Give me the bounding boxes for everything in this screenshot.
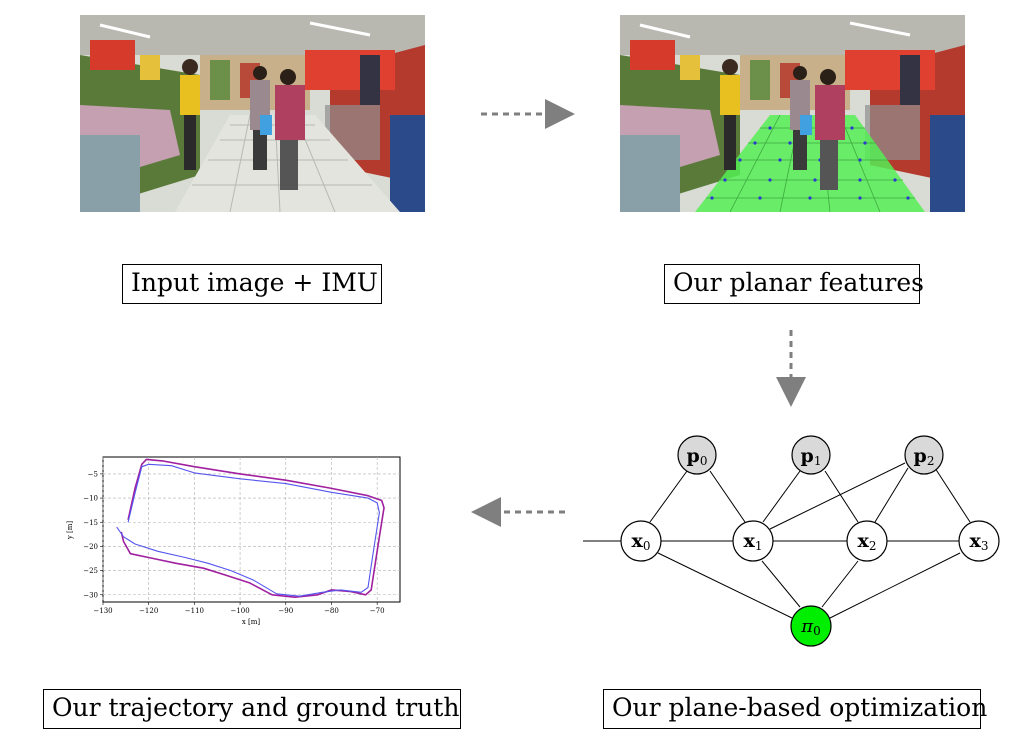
- label-p0: p0: [687, 445, 708, 468]
- input-image: [80, 15, 425, 212]
- pose-nodes: [620, 520, 1000, 562]
- x-tick-label: −90: [278, 607, 293, 615]
- y-tick-label: −20: [83, 543, 98, 551]
- plot-frame: [102, 456, 401, 603]
- caption-planar: Our planar features: [664, 264, 924, 304]
- node-x1: [732, 520, 774, 562]
- node-p2: [904, 435, 944, 475]
- x-tick-label: −110: [185, 607, 204, 615]
- label-x0: x0: [632, 530, 651, 553]
- y-tick-label: −25: [83, 567, 98, 575]
- caption-trajectory: Our trajectory and ground truth: [43, 689, 461, 729]
- y-axis-label: y [m]: [66, 521, 74, 541]
- caption-optimization: Our plane-based optimization: [603, 689, 987, 729]
- series-line-0: [120, 458, 385, 598]
- node-x0: [620, 520, 662, 562]
- x-tick-label: −120: [139, 607, 158, 615]
- node-p1: [791, 435, 831, 475]
- node-x2: [846, 520, 888, 562]
- label-p1: p1: [801, 445, 822, 468]
- series-line-1: [116, 463, 380, 597]
- y-tick-label: −15: [83, 519, 98, 527]
- label-p2: p2: [914, 445, 935, 468]
- label-x2: x2: [858, 530, 877, 553]
- y-tick-label: −10: [83, 495, 98, 503]
- planar-features-image: [620, 15, 965, 212]
- x-tick-label: −100: [230, 607, 249, 615]
- node-x3: [958, 520, 1000, 562]
- x-tick-label: −130: [93, 607, 112, 615]
- label-x1: x1: [744, 530, 763, 553]
- x-tick-label: −70: [370, 607, 385, 615]
- label-pi0: π0: [800, 616, 820, 638]
- label-x3: x3: [970, 530, 989, 553]
- x-axis-label: x [m]: [242, 618, 261, 626]
- node-p0: [677, 435, 717, 475]
- node-pi0: [790, 605, 832, 647]
- caption-input: Input image + IMU: [122, 264, 382, 304]
- landmark-nodes: [677, 435, 944, 475]
- y-tick-label: −5: [88, 470, 98, 478]
- x-tick-label: −80: [324, 607, 339, 615]
- y-tick-label: −30: [83, 591, 98, 599]
